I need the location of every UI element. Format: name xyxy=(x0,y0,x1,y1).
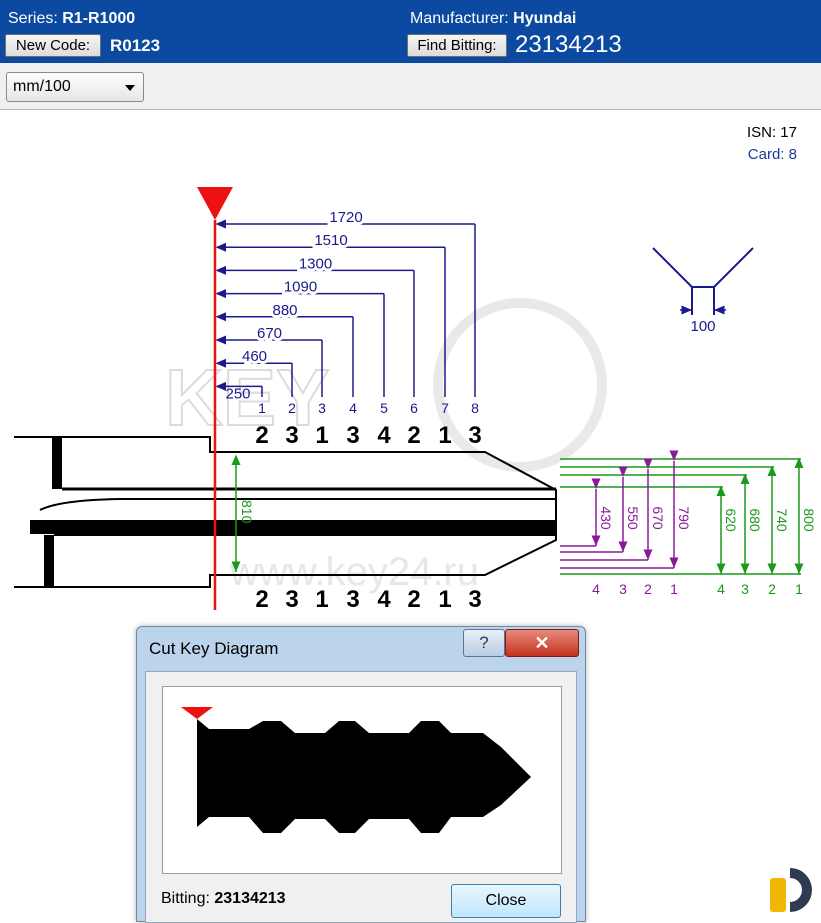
cutter-angle-diagram: 100 xyxy=(652,247,754,335)
depth-label-green: 680 xyxy=(747,508,763,532)
manufacturer-value: Hyundai xyxy=(513,10,577,27)
cut-key-dialog: Cut Key Diagram ? ✕ Bitting: 23134213 Cl… xyxy=(136,626,586,923)
depth-dimensions: 620 4 680 3 740 2 800 1 430 4 550 3 670 2 790 1 xyxy=(560,450,820,597)
bottom-cut-value: 3 xyxy=(468,586,481,613)
spacing-label: 670 xyxy=(257,325,282,342)
top-cut-value: 3 xyxy=(285,422,298,449)
header-bar: Series: R1-R1000 Manufacturer: Hyundai N… xyxy=(0,0,821,63)
cut-position-label: 8 xyxy=(471,400,479,416)
cut-position-label: 1 xyxy=(258,400,266,416)
dialog-bitting: Bitting: 23134213 xyxy=(161,890,286,908)
top-cut-value: 2 xyxy=(407,422,420,449)
depth-label-green: 620 xyxy=(723,508,739,532)
top-cut-value: 1 xyxy=(438,422,451,449)
help-icon: ? xyxy=(479,633,489,652)
bitting-value: 23134213 xyxy=(515,31,622,58)
blade-width-label: 810 xyxy=(239,500,255,524)
cut-position-label: 6 xyxy=(410,400,418,416)
cut-position-label: 7 xyxy=(441,400,449,416)
dialog-body: Bitting: 23134213 Close xyxy=(145,671,577,923)
bottom-cut-value: 3 xyxy=(285,586,298,613)
bottom-cut-value: 2 xyxy=(255,586,268,613)
manufacturer-field: Manufacturer: Hyundai xyxy=(410,10,576,28)
top-cut-value: 4 xyxy=(377,422,391,449)
depth-index-purple: 4 xyxy=(592,581,600,597)
spacing-label: 1300 xyxy=(299,255,332,272)
depth-label-purple: 550 xyxy=(625,506,641,530)
dialog-bitting-value: 23134213 xyxy=(214,890,286,907)
svg-text:KEY: KEY xyxy=(165,353,330,442)
new-code-button[interactable]: New Code: xyxy=(5,34,101,57)
cutter-width-label: 100 xyxy=(690,318,715,335)
close-button[interactable]: Close xyxy=(451,884,561,918)
card-label: Card: 8 xyxy=(747,146,797,163)
cut-position-label: 2 xyxy=(288,400,296,416)
dialog-close-icon-button[interactable]: ✕ xyxy=(505,629,579,657)
top-cut-value: 2 xyxy=(255,422,268,449)
cut-key-canvas xyxy=(162,686,562,874)
spacing-label: 1510 xyxy=(314,232,347,249)
key-blade xyxy=(14,436,557,588)
spacing-dimensions: 1720 1510 1300 1090 880 670 460 250 xyxy=(215,206,476,402)
bottom-cut-value: 4 xyxy=(377,586,391,613)
blade-width-dimension: 810 xyxy=(231,454,255,572)
unit-select-value: mm/100 xyxy=(13,78,71,95)
chevron-down-icon xyxy=(125,85,135,91)
depth-label-purple: 670 xyxy=(650,506,666,530)
code-value: R0123 xyxy=(110,36,161,55)
brand-logo-icon xyxy=(770,868,812,912)
spacing-label: 1720 xyxy=(329,209,362,226)
series-field: Series: R1-R1000 xyxy=(8,10,135,28)
close-icon: ✕ xyxy=(534,633,550,653)
depth-index-purple: 2 xyxy=(644,581,652,597)
dialog-bitting-label: Bitting: xyxy=(161,890,210,907)
stop-marker-icon xyxy=(197,187,233,220)
watermark: KEY www.key24.ru xyxy=(164,298,607,594)
unit-select[interactable]: mm/100 xyxy=(6,72,144,102)
spacing-label: 460 xyxy=(242,348,267,365)
bottom-cut-value: 1 xyxy=(315,586,328,613)
cut-position-label: 3 xyxy=(318,400,326,416)
stop-marker-icon xyxy=(181,707,213,719)
depth-label-green: 800 xyxy=(801,508,817,532)
help-button[interactable]: ? xyxy=(463,629,505,657)
depth-index-purple: 1 xyxy=(670,581,678,597)
depth-label-purple: 790 xyxy=(676,506,692,530)
isn-label: ISN: 17 xyxy=(746,124,797,141)
top-cut-value: 1 xyxy=(315,422,328,449)
depth-label-green: 740 xyxy=(774,508,790,532)
manufacturer-label: Manufacturer: xyxy=(410,10,509,27)
depth-index-green: 1 xyxy=(795,581,803,597)
series-label: Series: xyxy=(8,10,58,27)
spacing-label: 250 xyxy=(225,385,250,402)
cut-position-label: 4 xyxy=(349,400,357,416)
top-cut-value: 3 xyxy=(468,422,481,449)
bottom-cut-value: 3 xyxy=(346,586,359,613)
spacing-label: 1090 xyxy=(284,279,317,296)
key-diagram: KEY www.key24.ru 1720 1510 1300 1090 880 670 4… xyxy=(14,187,820,613)
depth-index-green: 4 xyxy=(717,581,725,597)
find-bitting-button[interactable]: Find Bitting: xyxy=(407,34,507,57)
dialog-title: Cut Key Diagram xyxy=(149,639,279,658)
bottom-cut-value: 1 xyxy=(438,586,451,613)
depth-label-purple: 430 xyxy=(598,506,614,530)
series-value: R1-R1000 xyxy=(62,10,136,27)
toolbar: mm/100 xyxy=(0,63,821,110)
cut-key-shape xyxy=(181,707,531,833)
bottom-cut-value: 2 xyxy=(407,586,420,613)
depth-index-green: 3 xyxy=(741,581,749,597)
depth-index-purple: 3 xyxy=(619,581,627,597)
spacing-label: 880 xyxy=(272,302,297,319)
depth-index-green: 2 xyxy=(768,581,776,597)
top-cut-value: 3 xyxy=(346,422,359,449)
watermark-url: www.key24.ru xyxy=(229,550,479,594)
cut-position-label: 5 xyxy=(380,400,388,416)
